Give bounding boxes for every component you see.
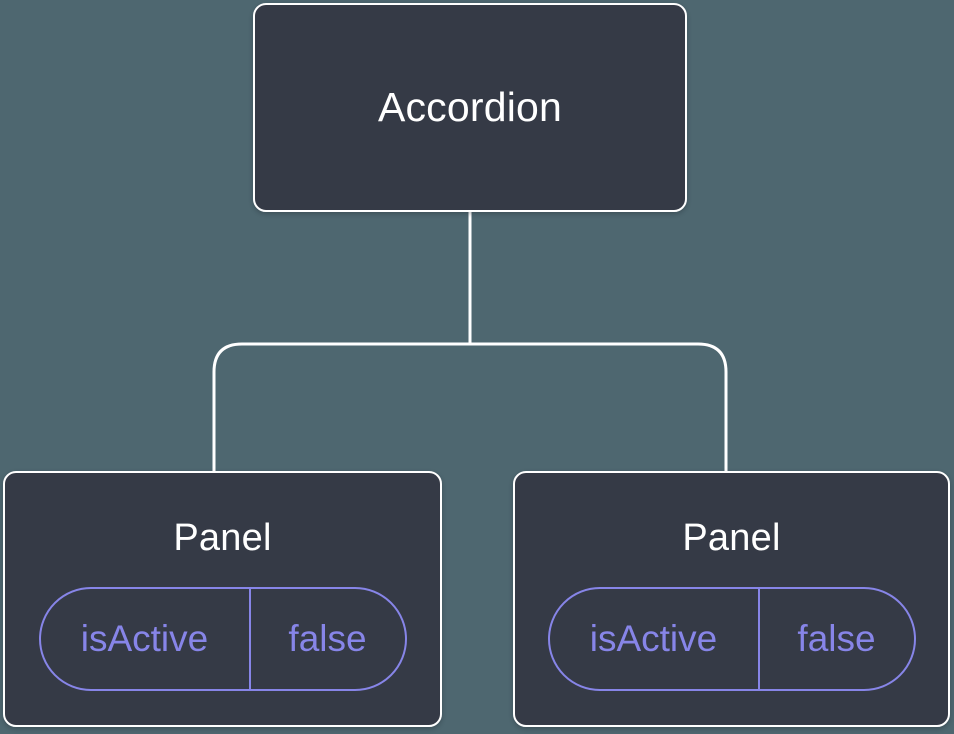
node-panel-right: Panel isActive false xyxy=(513,471,950,727)
node-panel-left-label: Panel xyxy=(173,517,272,559)
state-name-left: isActive xyxy=(41,589,251,689)
state-pill-left: isActive false xyxy=(38,587,407,691)
state-pill-right: isActive false xyxy=(547,587,916,691)
state-name-right: isActive xyxy=(550,589,760,689)
state-value-right: false xyxy=(797,618,876,659)
node-panel-left: Panel isActive false xyxy=(3,471,442,727)
node-accordion-label: Accordion xyxy=(377,84,563,130)
node-panel-right-label: Panel xyxy=(682,517,781,559)
state-value-left: false xyxy=(288,618,367,659)
connector-bracket xyxy=(212,342,728,474)
node-accordion: Accordion xyxy=(253,3,687,212)
